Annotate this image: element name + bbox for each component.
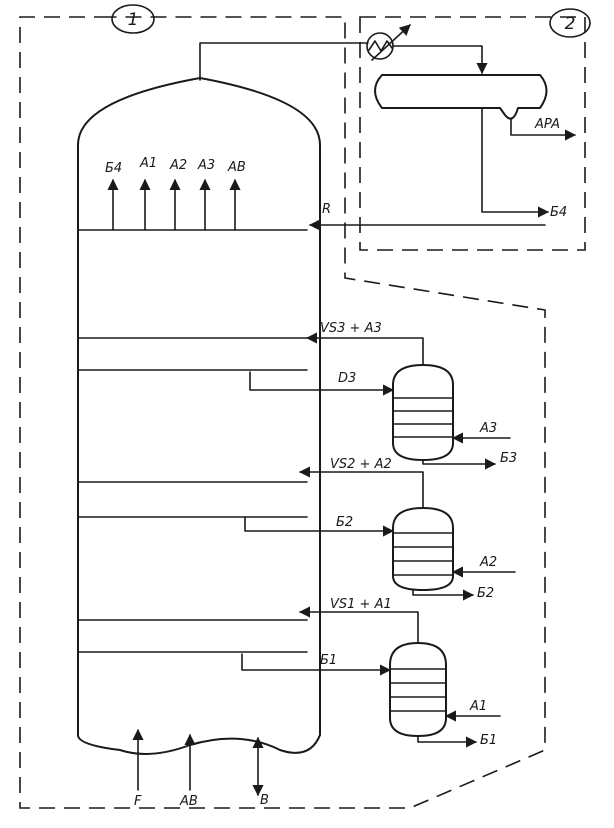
svg-text:2: 2 (565, 14, 576, 34)
distillate-label: Б4 (550, 205, 567, 220)
stripper-3-vapor-label: VS3 + A3 (320, 321, 382, 336)
side-stripper-2 (392, 507, 454, 591)
bottom-product-label: B (260, 793, 269, 808)
stripper-1-draw-label: Б1 (320, 653, 337, 668)
top-stream-label-a2: A2 (169, 158, 187, 173)
top-stream-label-ab: AB (227, 160, 246, 175)
stripper-2-vapor-return (298, 466, 424, 509)
top-stream-label-a1: A1 (139, 156, 157, 171)
stripper-1-product-line (417, 735, 478, 748)
stripper-3-product-line (422, 458, 497, 470)
condenser-heat-exchanger-icon (366, 24, 411, 61)
column-trays (77, 229, 308, 653)
side-stripper-3 (392, 364, 454, 461)
stripper-3-draw-line (249, 371, 395, 396)
stripper-1-vapor-label: VS1 + A1 (330, 597, 392, 612)
stripper-3-draw-label: D3 (338, 371, 356, 386)
top-stream-label-a3: A3 (197, 158, 215, 173)
top-stream-arrows (107, 178, 241, 231)
zone-1-boundary (19, 16, 546, 809)
stripper-3-vapor-return (305, 332, 424, 366)
apa-label: APA (534, 117, 560, 132)
stripper-2-product-label: Б2 (477, 586, 494, 601)
stripper-2-steam-label: A2 (479, 555, 497, 570)
stripper-2-draw-label: Б2 (336, 515, 353, 530)
distillate-line (481, 107, 550, 218)
feed-f-label: F (134, 794, 142, 809)
zone-1-marker: 1 (111, 4, 155, 34)
stripper-2-draw-line (244, 516, 395, 537)
reflux-drum (374, 74, 548, 120)
stripper-1-draw-line (241, 653, 392, 676)
stripper-2-product-line (412, 589, 475, 601)
top-stream-label-b4: Б4 (105, 161, 122, 176)
stripper-3-product-label: Б3 (500, 451, 517, 466)
zone-2-marker: 2 (549, 8, 591, 38)
zone-2-boundary (359, 16, 586, 251)
stripper-2-vapor-label: VS2 + A2 (330, 457, 392, 472)
stripper-1-steam-label: A1 (469, 699, 487, 714)
column-shell (77, 77, 321, 755)
stripper-1-product-label: Б1 (480, 733, 497, 748)
side-stripper-1 (389, 642, 447, 737)
reflux-label: R (322, 202, 331, 217)
overhead-vapor-line (199, 42, 369, 81)
feed-ab-label: AB (179, 794, 198, 809)
stripper-3-steam-label: A3 (479, 421, 497, 436)
stripper-1-vapor-return (298, 606, 419, 644)
condensate-line (392, 45, 488, 75)
svg-text:1: 1 (128, 10, 139, 30)
apa-outlet-line (510, 117, 577, 141)
